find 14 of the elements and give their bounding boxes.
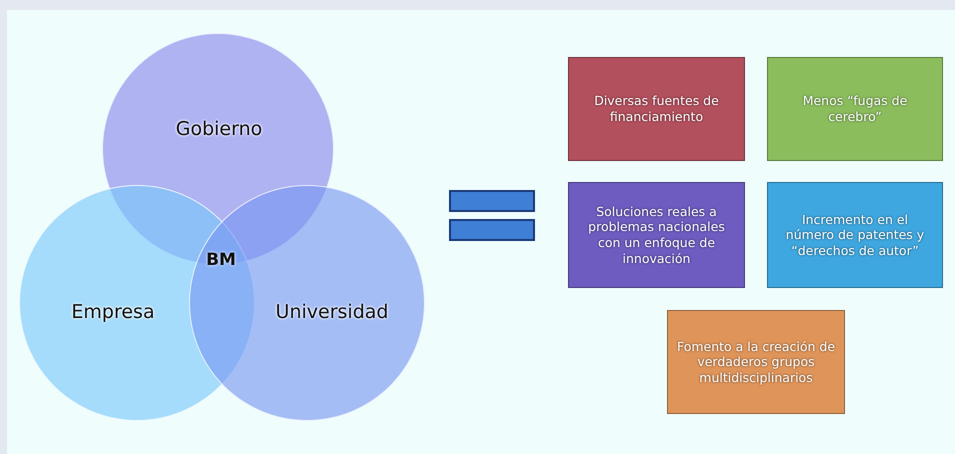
benefit-box: [767, 57, 943, 161]
benefit-box: [767, 182, 943, 288]
benefit-box: [568, 182, 745, 288]
benefit-box: [568, 57, 745, 161]
circle-label: Empresa: [71, 301, 155, 323]
box-text: Soluciones reales a problemas nacionales con un enfoque de innovación: [587, 204, 726, 266]
benefit-box: [667, 310, 845, 414]
circle-label: Gobierno: [176, 118, 262, 140]
circle-label: Universidad: [276, 301, 388, 323]
box-text: Fomento a la creación de verdaderos grupos multidisciplinarios: [676, 338, 836, 386]
intersection-label: BM: [206, 250, 236, 270]
box-text: Diversas fuentes de financiamiento: [593, 93, 720, 125]
box-text: Menos “fugas de cerebro”: [802, 93, 908, 125]
box-text: Incremento en el número de patentes y “derechos de autor”: [784, 212, 926, 258]
